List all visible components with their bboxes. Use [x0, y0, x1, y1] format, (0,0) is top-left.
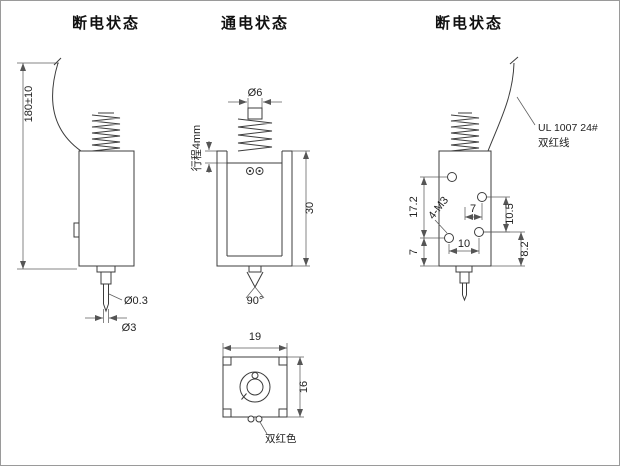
dim-hole-to-bottom-label: 7	[408, 249, 420, 255]
dim-height: 16	[287, 356, 310, 418]
dim-stroke: 行程4mm	[190, 125, 227, 173]
dim-hole-span-vertical: 17.2	[408, 176, 447, 239]
left-view: 180±10 Ø0.3	[17, 57, 148, 334]
dim-right-upper: 10.5	[484, 196, 516, 233]
dim-hole-span-horizontal: 10	[448, 238, 480, 254]
bottom-view: 19 16 双红色	[222, 331, 310, 445]
dim-total-height: 180±10	[17, 62, 77, 270]
housing-outline	[222, 356, 288, 418]
dim-cone-angle-label: 90°	[247, 295, 264, 307]
lead-wire-right: UL 1007 24# 双红线	[487, 56, 598, 152]
plunger-cone: 90°	[245, 265, 265, 307]
title-middle-energized: 通电状态	[221, 14, 289, 32]
dim-tip-diameter: Ø0.3	[108, 293, 148, 307]
wire-color-label: 双红色	[265, 432, 297, 445]
dim-right-lower: 8.2	[484, 231, 531, 267]
plunger-top-pin	[247, 107, 263, 120]
title-right-deenergized: 断电状态	[435, 14, 503, 32]
dim-hole-span-horizontal-label: 10	[458, 238, 470, 250]
solenoid-body	[73, 150, 135, 267]
center-bore	[239, 371, 271, 403]
dim-top-diameter: Ø6	[228, 87, 282, 108]
stroke-label: 行程4mm	[190, 125, 203, 171]
dim-total-height-label: 180±10	[23, 86, 35, 123]
dim-center-to-hole-label: 7	[470, 203, 476, 215]
mounting-holes	[444, 172, 487, 243]
dim-pin-diameter: Ø3	[85, 309, 136, 334]
dim-center-to-hole: 7	[464, 203, 483, 220]
right-view: UL 1007 24# 双红线 17.2 7 4-M3 7	[408, 56, 598, 302]
dim-height-label: 16	[298, 381, 310, 393]
plunger-extended	[96, 265, 116, 313]
wire-spec-label-line2: 双红线	[538, 136, 570, 149]
dim-tip-diameter-label: Ø0.3	[124, 295, 148, 307]
middle-view: Ø6 行程4mm 30	[190, 87, 316, 307]
lead-wire-left	[52, 57, 82, 152]
thread-label: 4-M3	[426, 195, 451, 222]
title-left-deenergized: 断电状态	[72, 14, 140, 32]
frame-bracket	[216, 150, 293, 267]
dim-width: 19	[222, 331, 288, 357]
dim-body-height-label: 30	[304, 202, 316, 214]
dim-body-height: 30	[292, 150, 316, 267]
dim-top-diameter-label: Ø6	[248, 87, 263, 99]
wire-terminals: 双红色	[247, 415, 297, 445]
dim-hole-span-vertical-label: 17.2	[408, 196, 420, 217]
dim-pin-diameter-label: Ø3	[122, 322, 137, 334]
spring-symbol	[237, 118, 273, 152]
spring-symbol	[91, 112, 121, 152]
wire-spec-label-line1: UL 1007 24#	[538, 122, 598, 134]
dim-hole-to-bottom: 7	[408, 238, 439, 267]
dim-width-label: 19	[249, 331, 261, 343]
dim-right-upper-label: 10.5	[504, 203, 516, 224]
spring-symbol	[450, 112, 480, 152]
plunger-extended	[455, 265, 473, 302]
dim-right-lower-label: 8.2	[519, 241, 531, 256]
